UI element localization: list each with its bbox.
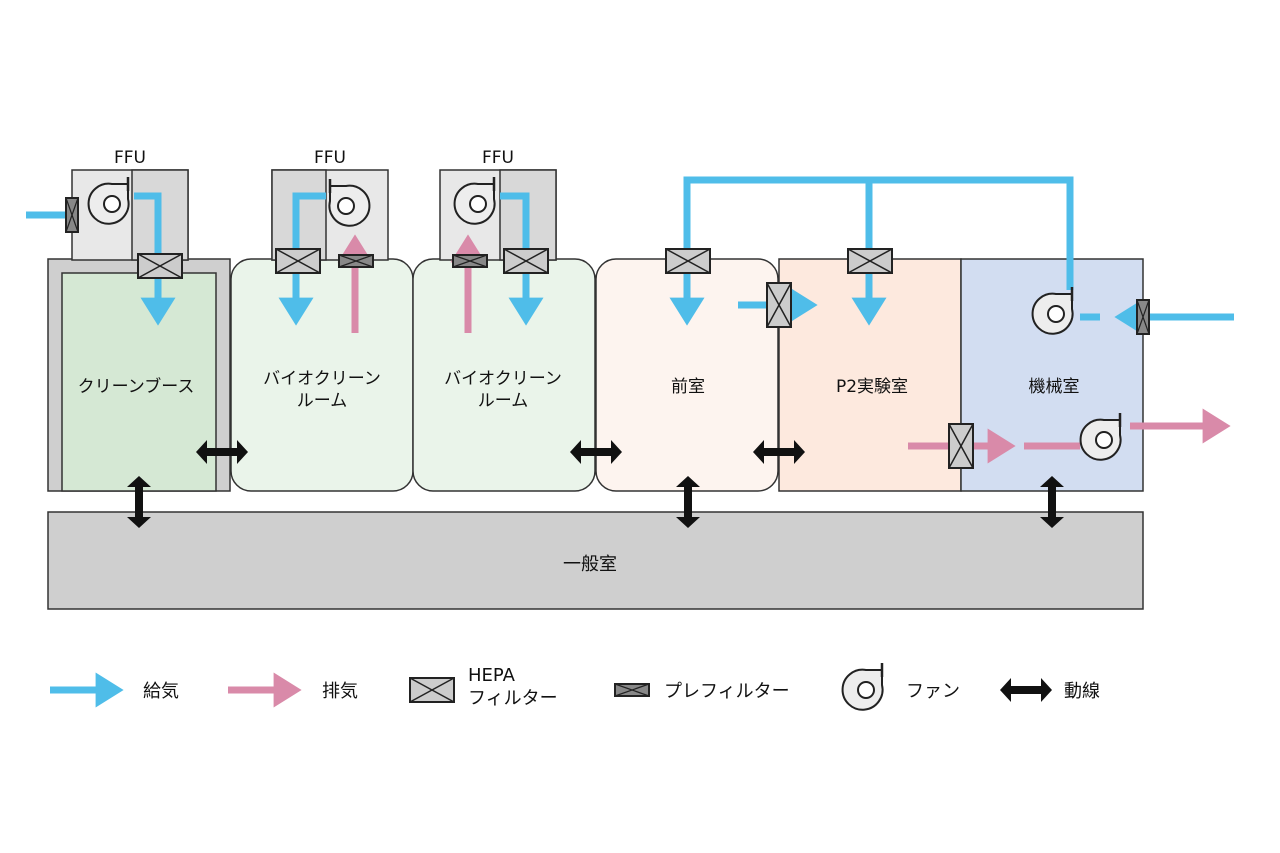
anteroom-label: 前室: [671, 377, 705, 397]
general-room: [47, 511, 1144, 610]
hepa-filter-icon-p2-exhaust: [948, 423, 974, 469]
legend-supply-label: 給気: [143, 681, 179, 702]
traffic-arrow-machine-general: [1040, 476, 1064, 528]
legend-hepa-label-line2: フィルター: [468, 688, 558, 709]
legend-fan-icon: [841, 661, 884, 711]
prefilter-icon-ffu1: [65, 197, 79, 233]
prefilter-icon-bio1: [338, 254, 374, 268]
hepa-filter-icon-ffu2: [275, 248, 321, 274]
machine-room-label: 機械室: [1029, 377, 1080, 397]
ffu-label-1: FFU: [114, 148, 146, 168]
legend-prefilter-label: プレフィルター: [664, 681, 790, 702]
ffu-label-3: FFU: [482, 148, 514, 168]
hepa-filter-icon-ffu3: [503, 248, 549, 274]
hepa-filter-icon-anteroom-p2: [766, 282, 792, 328]
legend: 給気 排気 HEPA フィルター プレフィルター ファン 動線: [50, 661, 1100, 711]
p2-lab-label: P2実験室: [836, 377, 908, 397]
supply-arrow-ffu3-down: [500, 192, 544, 326]
bio-room-2-label-line1: バイオクリーン: [444, 369, 562, 389]
legend-exhaust-label: 排気: [322, 681, 358, 702]
legend-hepa-label-line1: HEPA: [468, 665, 516, 686]
bio-room-1-label-line1: バイオクリーン: [263, 369, 381, 389]
clean-booth-label: クリーンブース: [78, 376, 195, 397]
legend-traffic-label: 動線: [1064, 681, 1100, 702]
supply-arrow-ffu2-down: [278, 192, 326, 326]
traffic-arrow-booth-general: [127, 476, 151, 528]
bio-room-1-label-line2: ルーム: [297, 391, 348, 411]
legend-prefilter-icon: [614, 683, 650, 697]
hepa-filter-icon-p2: [847, 248, 893, 274]
prefilter-icon-machine: [1136, 299, 1150, 335]
traffic-arrow-anteroom-general: [676, 476, 700, 528]
bio-room-2-label-line2: ルーム: [478, 391, 529, 411]
legend-traffic-icon: [1000, 678, 1052, 702]
ffu-label-2: FFU: [314, 148, 346, 168]
legend-fan-label: ファン: [906, 681, 960, 702]
prefilter-icon-bio2: [452, 254, 488, 268]
general-room-label: 一般室: [563, 554, 617, 575]
hepa-filter-icon-ffu1: [137, 253, 183, 279]
legend-hepa-icon: [409, 677, 455, 703]
hepa-filter-icon-anteroom: [665, 248, 711, 274]
